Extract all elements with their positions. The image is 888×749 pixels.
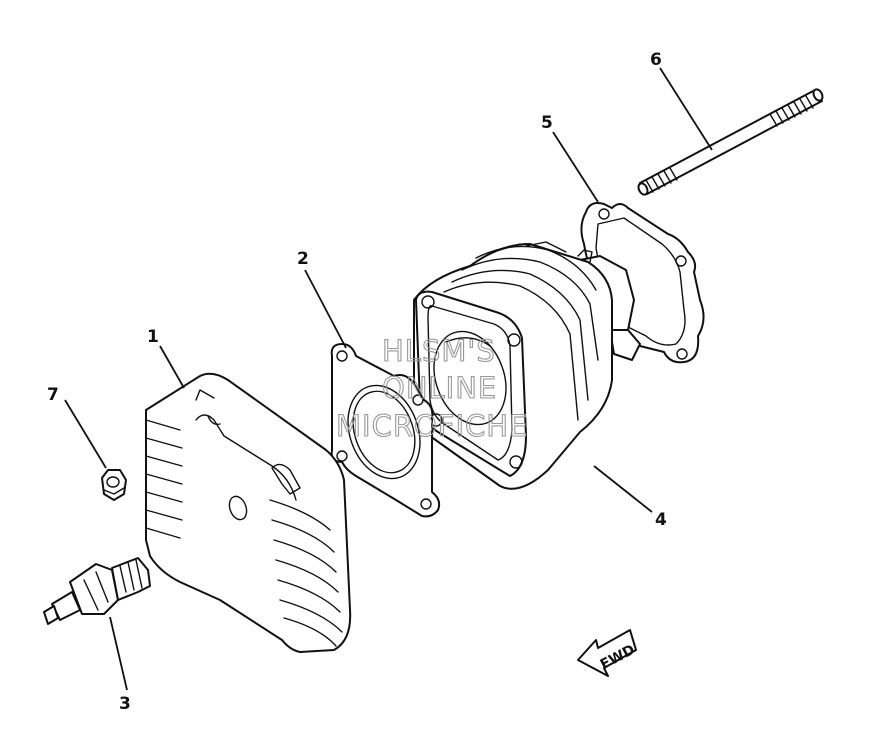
callout-4: 4	[655, 510, 667, 530]
callout-5: 5	[541, 113, 553, 133]
watermark-line-1: HLSM'S	[382, 334, 496, 368]
cylinder-part-4	[413, 241, 641, 490]
nut-part-7	[101, 469, 127, 501]
stud-bolt-part-6	[637, 88, 824, 196]
callout-6: 6	[650, 50, 662, 70]
watermark-line-3: MICROFICHE	[336, 409, 528, 443]
callout-2: 2	[297, 249, 309, 269]
watermark-line-2: ONLINE	[382, 371, 497, 405]
watermark: HLSM'S ONLINE MICROFICHE	[335, 333, 528, 443]
callout-1: 1	[147, 327, 159, 347]
callout-7: 7	[47, 385, 59, 405]
leader-lines	[64, 67, 713, 691]
cylinder-head-part-1	[145, 372, 352, 653]
spark-plug-part-3	[43, 557, 151, 625]
callout-numbers: 1 2 3 4 5 6 7	[47, 50, 667, 714]
callout-3: 3	[119, 694, 131, 714]
fwd-direction-arrow: FWD	[577, 629, 638, 677]
